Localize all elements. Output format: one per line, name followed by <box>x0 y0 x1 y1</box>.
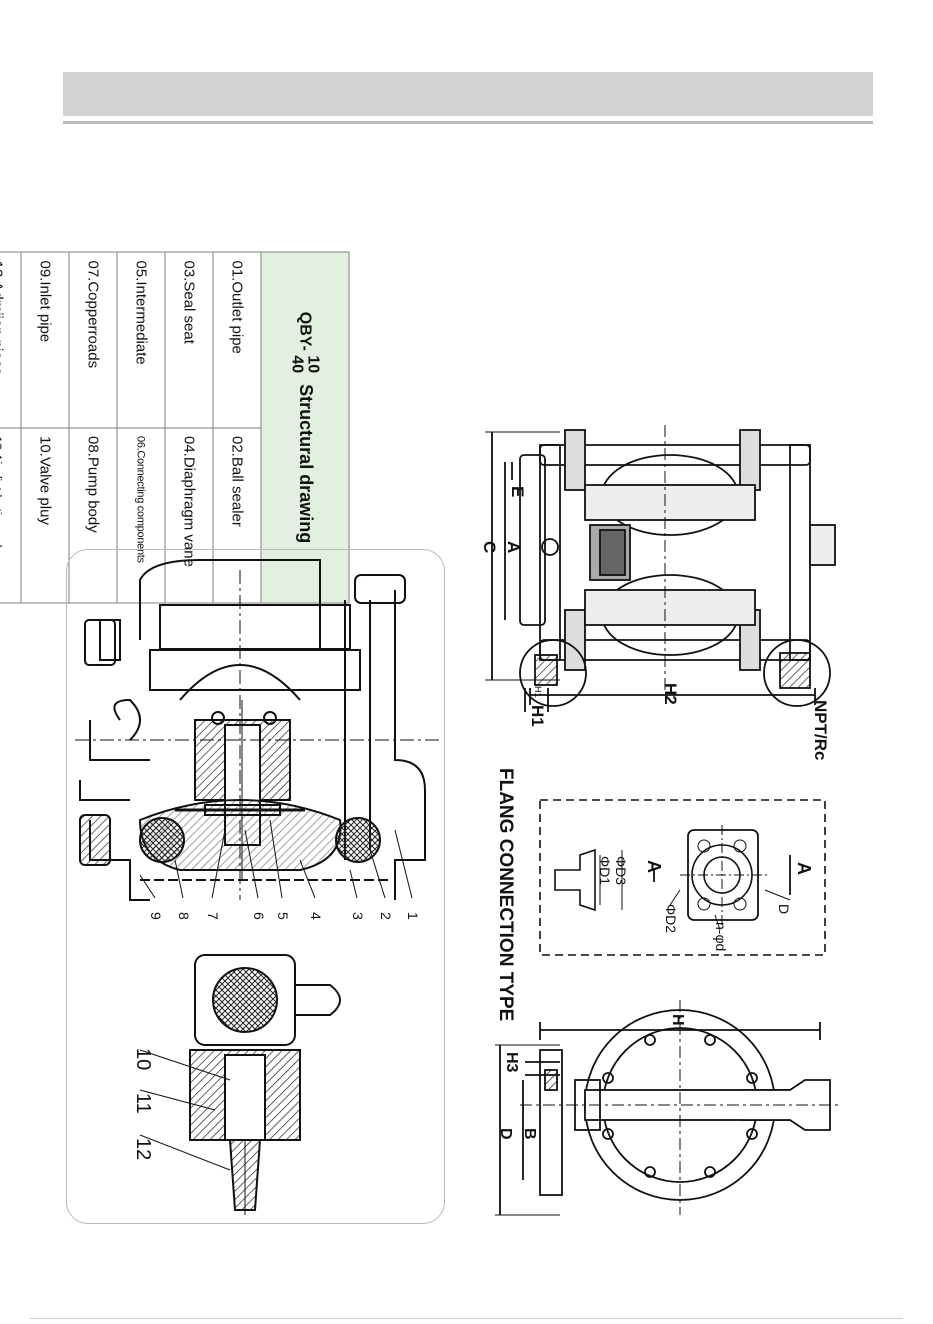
flange-label-phi-D2: ΦD2 <box>663 904 679 933</box>
header-rule <box>63 121 873 124</box>
flange-label-phi-D1: ΦD1 <box>597 856 613 885</box>
section-drawing-frame <box>66 549 445 1224</box>
dim-label-B: B <box>521 1128 538 1140</box>
callout-9: 9 <box>148 912 164 920</box>
dim-label-NPT: NPT/Rc <box>811 700 830 760</box>
callout-2: 2 <box>378 912 394 920</box>
callout-7: 7 <box>205 912 221 920</box>
side-view-labels: H H3 B D <box>497 1014 686 1140</box>
dim-label-E: E <box>508 486 527 497</box>
dim-label-H1-small: H1 <box>533 686 543 698</box>
dim-label-H3: H3 <box>503 1052 520 1073</box>
callout-1: 1 <box>405 912 421 920</box>
air-valve-detail <box>189 954 341 1215</box>
pump-dimension-view <box>485 425 836 712</box>
flange-labels: A A D n-φd ΦD2 ΦD3 ΦD1 FLANG CONNECTION … <box>495 768 814 1021</box>
callout-12: 12 <box>132 1138 154 1160</box>
section-callouts: 1 2 3 4 5 6 7 8 9 <box>139 819 421 920</box>
callout-11: 11 <box>132 1093 154 1114</box>
callout-6: 6 <box>251 912 267 920</box>
flange-label-D: D <box>776 904 792 914</box>
flange-detail <box>539 799 826 956</box>
flange-title: FLANG CONNECTION TYPE <box>495 768 516 1021</box>
bottom-rule <box>30 1318 903 1319</box>
dim-label-H2: H2 <box>661 683 680 705</box>
pump-section-view <box>75 559 440 901</box>
valve-callouts: 10 11 12 <box>132 1048 231 1171</box>
dim-label-H1: H1 <box>528 705 547 727</box>
pump-dimension-labels: C A E H1 H1 H2 NPT/Rc <box>480 486 830 760</box>
flange-label-phi-D3: ΦD3 <box>613 856 629 885</box>
header-bar <box>63 72 873 116</box>
flange-label-A-arrow: A <box>644 860 664 873</box>
flange-label-n-phi-d: n-φd <box>713 922 729 951</box>
dim-label-H: H <box>669 1014 686 1026</box>
callout-10: 10 <box>132 1048 154 1070</box>
pump-side-view <box>495 1000 840 1216</box>
callout-4: 4 <box>308 912 324 920</box>
dim-label-A: A <box>504 541 523 553</box>
callout-5: 5 <box>275 912 291 920</box>
flange-label-A-section: A <box>794 862 814 875</box>
callout-8: 8 <box>176 912 192 920</box>
dim-label-C: C <box>480 541 499 553</box>
dim-label-D: D <box>497 1128 514 1140</box>
callout-3: 3 <box>350 912 366 920</box>
